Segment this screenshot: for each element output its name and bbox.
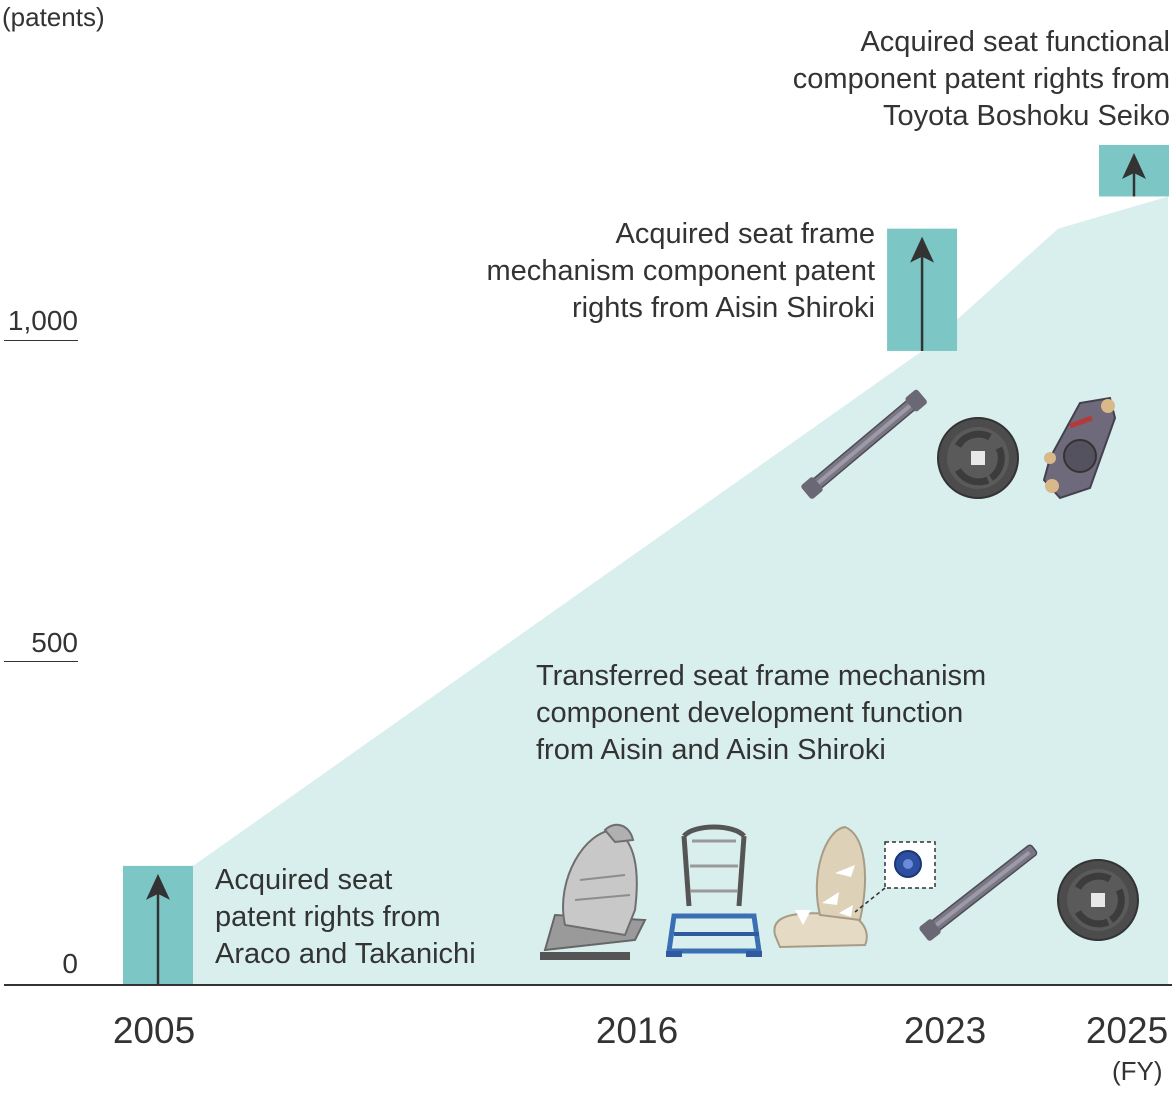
y-tick-label-500: 500	[31, 627, 78, 658]
y-tick-label-1000: 1,000	[7, 305, 78, 336]
annotation-shiroki-line-2: mechanism component patent	[486, 255, 876, 287]
annotation-shiroki-line-1: Acquired seat frame	[615, 218, 875, 250]
patent-count-area	[123, 196, 1168, 985]
annotation-transfer-line-3: from Aisin and Aisin Shiroki	[536, 734, 886, 766]
actuator-callout-image	[854, 841, 936, 913]
seat-image	[540, 823, 647, 960]
x-tick-label-2023: 2023	[903, 1010, 987, 1051]
x-tick-label-2025: 2025	[1085, 1010, 1169, 1051]
annotation-transfer-line-1: Transferred seat frame mechanism	[536, 660, 987, 692]
y-unit-label: (patents)	[2, 2, 105, 32]
y-tick-line-500	[4, 661, 78, 662]
lifter-mechanism-image	[1042, 396, 1117, 500]
annotation-araco-line-1: Acquired seat	[215, 864, 393, 896]
seat-frame-image	[666, 824, 762, 957]
increment-arrow-head-2025	[1122, 152, 1146, 179]
annotation-araco-line-3: Araco and Takanichi	[215, 938, 476, 970]
massage-seat-image	[773, 825, 868, 949]
x-tick-label-2005: 2005	[112, 1010, 196, 1051]
annotation-transfer: Transferred seat frame mechanism compone…	[536, 658, 1096, 769]
annotation-seiko-line-2: component patent rights from	[792, 63, 1170, 95]
y-tick-label-0: 0	[62, 948, 78, 979]
annotation-shiroki-line-3: rights from Aisin Shiroki	[572, 292, 875, 324]
x-unit-label: (FY)	[1112, 1056, 1163, 1086]
annotation-seiko-line-3: Toyota Boshoku Seiko	[883, 100, 1170, 132]
annotation-araco-line-2: patent rights from	[215, 901, 441, 933]
increment-arrow-head-2005	[146, 873, 170, 900]
annotation-araco: Acquired seat patent rights from Araco a…	[215, 862, 535, 973]
recliner-disc-image-upper	[937, 417, 1019, 499]
increment-arrow-head-2022.5	[910, 236, 935, 263]
y-tick-line-1000	[4, 340, 78, 341]
annotation-seiko: Acquired seat functional component paten…	[700, 24, 1170, 135]
seat-rail-image-lower	[919, 844, 1038, 941]
annotation-seiko-line-1: Acquired seat functional	[860, 26, 1170, 58]
annotation-shiroki: Acquired seat frame mechanism component …	[400, 216, 876, 327]
recliner-disc-image-lower	[1057, 859, 1139, 941]
annotation-transfer-line-2: component development function	[536, 697, 964, 729]
x-tick-label-2016: 2016	[595, 1010, 679, 1051]
seat-rail-image-upper	[801, 389, 927, 499]
